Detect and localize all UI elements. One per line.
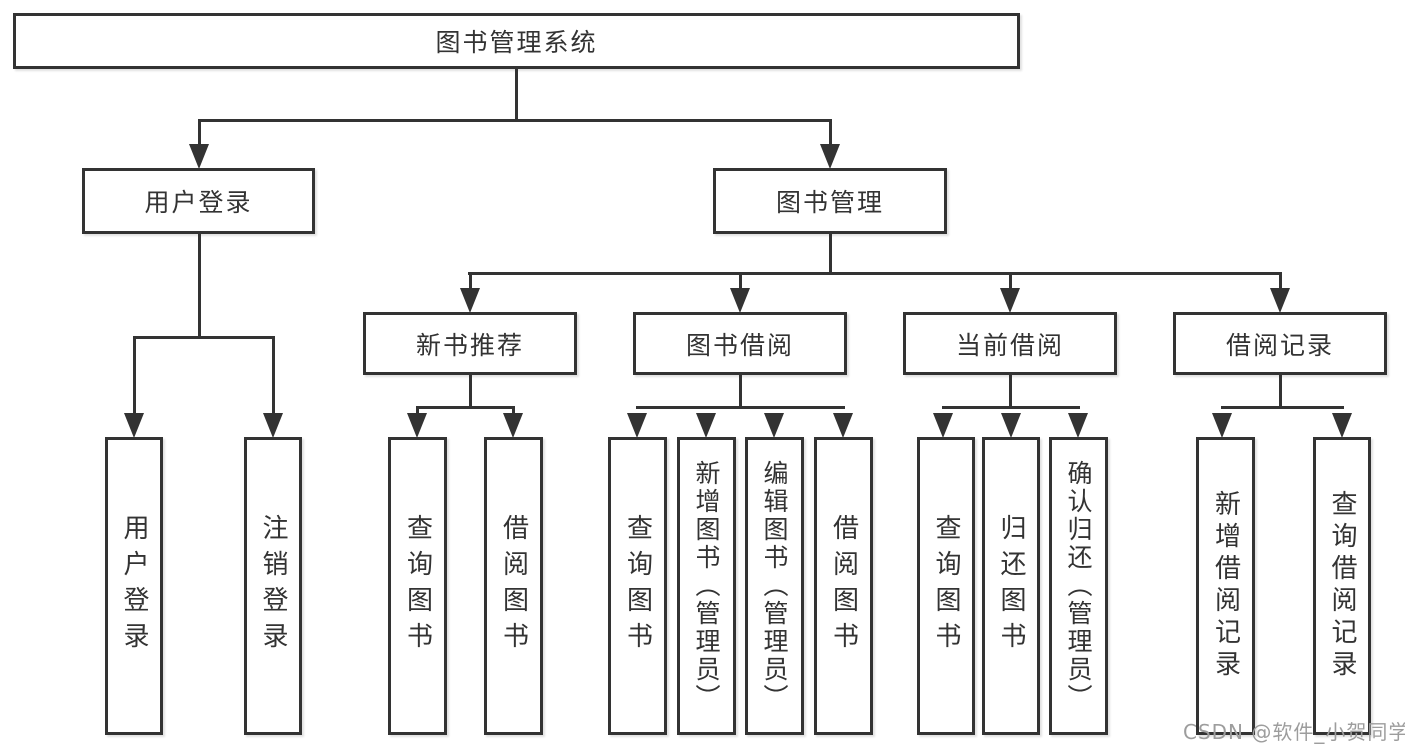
arrow-down-icon (263, 413, 283, 438)
node-label: 查询图书 (931, 514, 961, 658)
node-new-book-recommend: 新书推荐 (363, 312, 577, 375)
node-book-management: 图书管理 (713, 168, 947, 234)
node-label: 用户登录 (119, 514, 149, 658)
connector-line (133, 336, 275, 339)
node-query-books-borrowing: 查询图书 (608, 437, 667, 735)
node-label: 当前借阅 (955, 330, 1064, 360)
connector-line (1009, 272, 1012, 294)
arrow-down-icon (627, 413, 647, 438)
node-current-borrowing: 当前借阅 (903, 312, 1117, 375)
connector-line (739, 272, 742, 294)
arrow-down-icon (933, 413, 953, 438)
connector-line (512, 406, 515, 416)
node-label: 借阅图书 (828, 514, 859, 658)
node-label: 注销登录 (258, 514, 288, 658)
connector-line (469, 272, 472, 294)
arrow-down-icon (1270, 288, 1290, 313)
node-label: 查询图书 (402, 514, 433, 658)
node-label: 查询借阅记录 (1327, 490, 1357, 682)
arrow-down-icon (833, 413, 853, 438)
connector-line (133, 336, 136, 418)
node-label: 用户登录 (144, 188, 253, 217)
node-query-books-current: 查询图书 (917, 437, 975, 735)
node-query-borrow-record: 查询借阅记录 (1313, 437, 1371, 735)
connector-line (829, 231, 832, 275)
node-label: 借阅记录 (1225, 330, 1334, 360)
connector-line (416, 406, 515, 409)
node-user-login-branch: 用户登录 (82, 168, 315, 234)
connector-line (198, 119, 832, 122)
arrow-down-icon (460, 288, 480, 313)
node-label: 新书推荐 (415, 330, 524, 360)
arrow-down-icon (124, 413, 144, 438)
connector-line (1279, 272, 1282, 294)
node-label: 图书借阅 (685, 330, 794, 360)
node-label: 确认归还（管理员） (1064, 460, 1093, 712)
connector-line (198, 231, 201, 339)
connector-line (829, 119, 832, 151)
node-borrow-books-recommend: 借阅图书 (484, 437, 543, 735)
node-add-books-admin: 新增图书（管理员） (677, 437, 736, 735)
connector-line (515, 66, 518, 122)
arrow-down-icon (1068, 413, 1088, 438)
connector-line (1279, 373, 1282, 409)
watermark: CSDN @软件_小贺同学 (1183, 720, 1405, 744)
node-label: 查询图书 (622, 514, 653, 658)
node-confirm-return-admin: 确认归还（管理员） (1049, 437, 1108, 735)
arrow-down-icon (1001, 413, 1021, 438)
connector-line (1009, 373, 1012, 409)
arrow-down-icon (407, 413, 427, 438)
arrow-down-icon (1212, 413, 1232, 438)
node-label: 新增借阅记录 (1210, 490, 1241, 682)
node-label: 借阅图书 (498, 514, 529, 658)
node-label: 归还图书 (996, 514, 1026, 658)
node-return-books: 归还图书 (982, 437, 1040, 735)
arrow-down-icon (1332, 413, 1352, 438)
node-label: 图书管理 (775, 188, 884, 217)
connector-line (1221, 406, 1344, 409)
connector-line (739, 373, 742, 409)
connector-line (416, 406, 419, 416)
arrow-down-icon (189, 144, 209, 169)
node-label: 编辑图书（管理员） (760, 460, 789, 712)
node-book-borrowing: 图书借阅 (633, 312, 847, 375)
node-user-login-leaf: 用户登录 (105, 437, 163, 735)
node-label: 新增图书（管理员） (692, 460, 721, 712)
node-logout: 注销登录 (244, 437, 302, 735)
connector-line (272, 336, 275, 418)
arrow-down-icon (820, 144, 840, 169)
node-library-system: 图书管理系统 (13, 13, 1020, 69)
connector-line (942, 406, 1080, 409)
node-borrow-books-borrowing: 借阅图书 (814, 437, 873, 735)
connector-line (469, 373, 472, 409)
arrow-down-icon (764, 413, 784, 438)
arrow-down-icon (696, 413, 716, 438)
connector-line (468, 272, 1282, 275)
connector-line (636, 406, 845, 409)
arrow-down-icon (503, 413, 523, 438)
arrow-down-icon (730, 288, 750, 313)
node-add-borrow-record: 新增借阅记录 (1196, 437, 1255, 735)
node-edit-books-admin: 编辑图书（管理员） (745, 437, 804, 735)
node-borrowing-records: 借阅记录 (1173, 312, 1387, 375)
node-query-books-recommend: 查询图书 (388, 437, 447, 735)
arrow-down-icon (1000, 288, 1020, 313)
connector-line (198, 119, 201, 151)
node-label: 图书管理系统 (435, 28, 598, 57)
